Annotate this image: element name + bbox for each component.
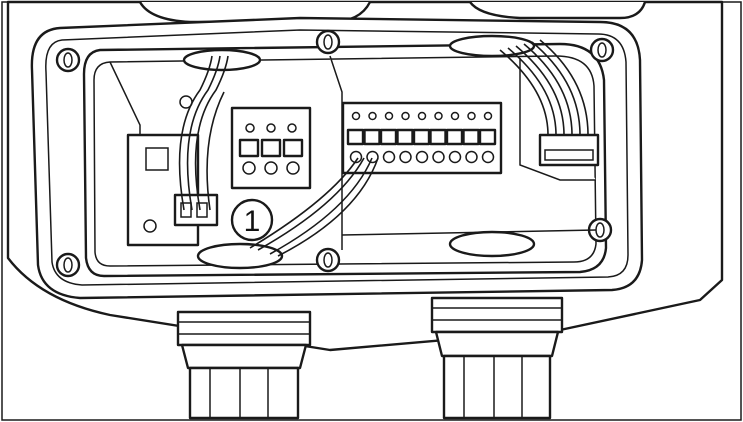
terminal-wire-hole xyxy=(366,150,379,164)
screw-bottom-left-icon xyxy=(55,252,81,278)
terminal-slot xyxy=(429,128,447,146)
cable-entries xyxy=(182,34,536,270)
terminal-block-9pole xyxy=(341,101,503,175)
terminal-release-dot xyxy=(401,111,410,121)
terminal-wire-hole xyxy=(349,150,363,164)
terminal-wire-hole xyxy=(382,150,396,164)
terminal-slot xyxy=(462,128,480,146)
terminal-wire-hole xyxy=(415,150,429,164)
cable-gland-left-icon xyxy=(176,310,312,420)
cable-gland-right-icon xyxy=(430,296,564,420)
terminal-slot xyxy=(379,128,398,146)
screws xyxy=(55,29,615,278)
callout-number: 1 xyxy=(244,205,261,238)
signal-wires xyxy=(249,157,379,257)
terminal-wire-hole xyxy=(432,150,445,164)
terminal-slot xyxy=(412,128,431,146)
terminal-slot xyxy=(363,128,381,146)
terminal-slot xyxy=(445,128,464,146)
terminal-release-dot xyxy=(434,111,443,121)
terminal-release-dot xyxy=(467,111,476,121)
terminal-slot xyxy=(478,128,497,146)
terminal-release-dot xyxy=(368,111,377,121)
screw-top-mid-icon xyxy=(315,29,341,55)
left-wires xyxy=(178,55,229,211)
screw-top-right-icon xyxy=(589,37,615,63)
screw-bottom-mid-icon xyxy=(315,247,341,273)
terminal-slot xyxy=(396,128,414,146)
terminal-release-dot xyxy=(450,111,460,121)
screw-top-left-icon xyxy=(55,47,81,73)
terminal-release-dot xyxy=(483,111,493,121)
terminal-release-dot xyxy=(351,111,361,121)
terminal-release-dot xyxy=(384,111,394,121)
terminal-block-3pole xyxy=(230,106,312,190)
terminal-wire-hole xyxy=(465,150,478,164)
terminal-release-dot xyxy=(417,111,427,121)
terminal-wire-hole xyxy=(448,150,462,164)
right-connector xyxy=(499,39,600,167)
terminal-slot xyxy=(346,128,365,146)
terminal-wire-hole xyxy=(399,150,412,164)
callout-1: 1 xyxy=(230,198,274,242)
terminal-wire-hole xyxy=(481,150,495,164)
